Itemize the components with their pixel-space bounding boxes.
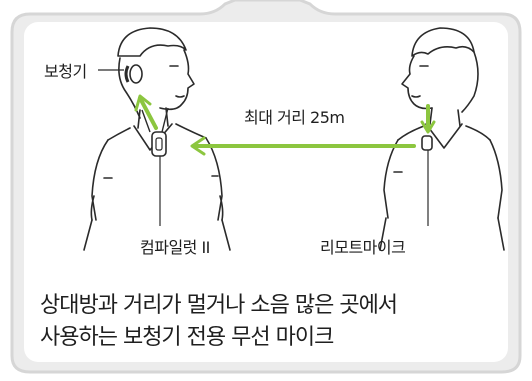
hearing-aid-device bbox=[124, 65, 130, 83]
pilot-to-hearing-aid-arrow bbox=[138, 96, 158, 130]
remote-mic-label: 리모트마이크 bbox=[320, 238, 406, 257]
remote-mic-device bbox=[421, 135, 433, 151]
hearing-aid-label: 보청기 bbox=[44, 62, 87, 81]
compilot-label: 컴파일럿 II bbox=[140, 238, 210, 257]
signal-arrows bbox=[134, 94, 436, 156]
compilot-device bbox=[141, 107, 169, 157]
caption-line-2: 사용하는 보청기 전용 무선 마이크 bbox=[40, 325, 334, 350]
caption-line-1: 상대방과 거리가 멀거나 소음 많은 곳에서 bbox=[40, 293, 398, 318]
max-distance-label: 최대 거리 25m bbox=[244, 108, 345, 127]
